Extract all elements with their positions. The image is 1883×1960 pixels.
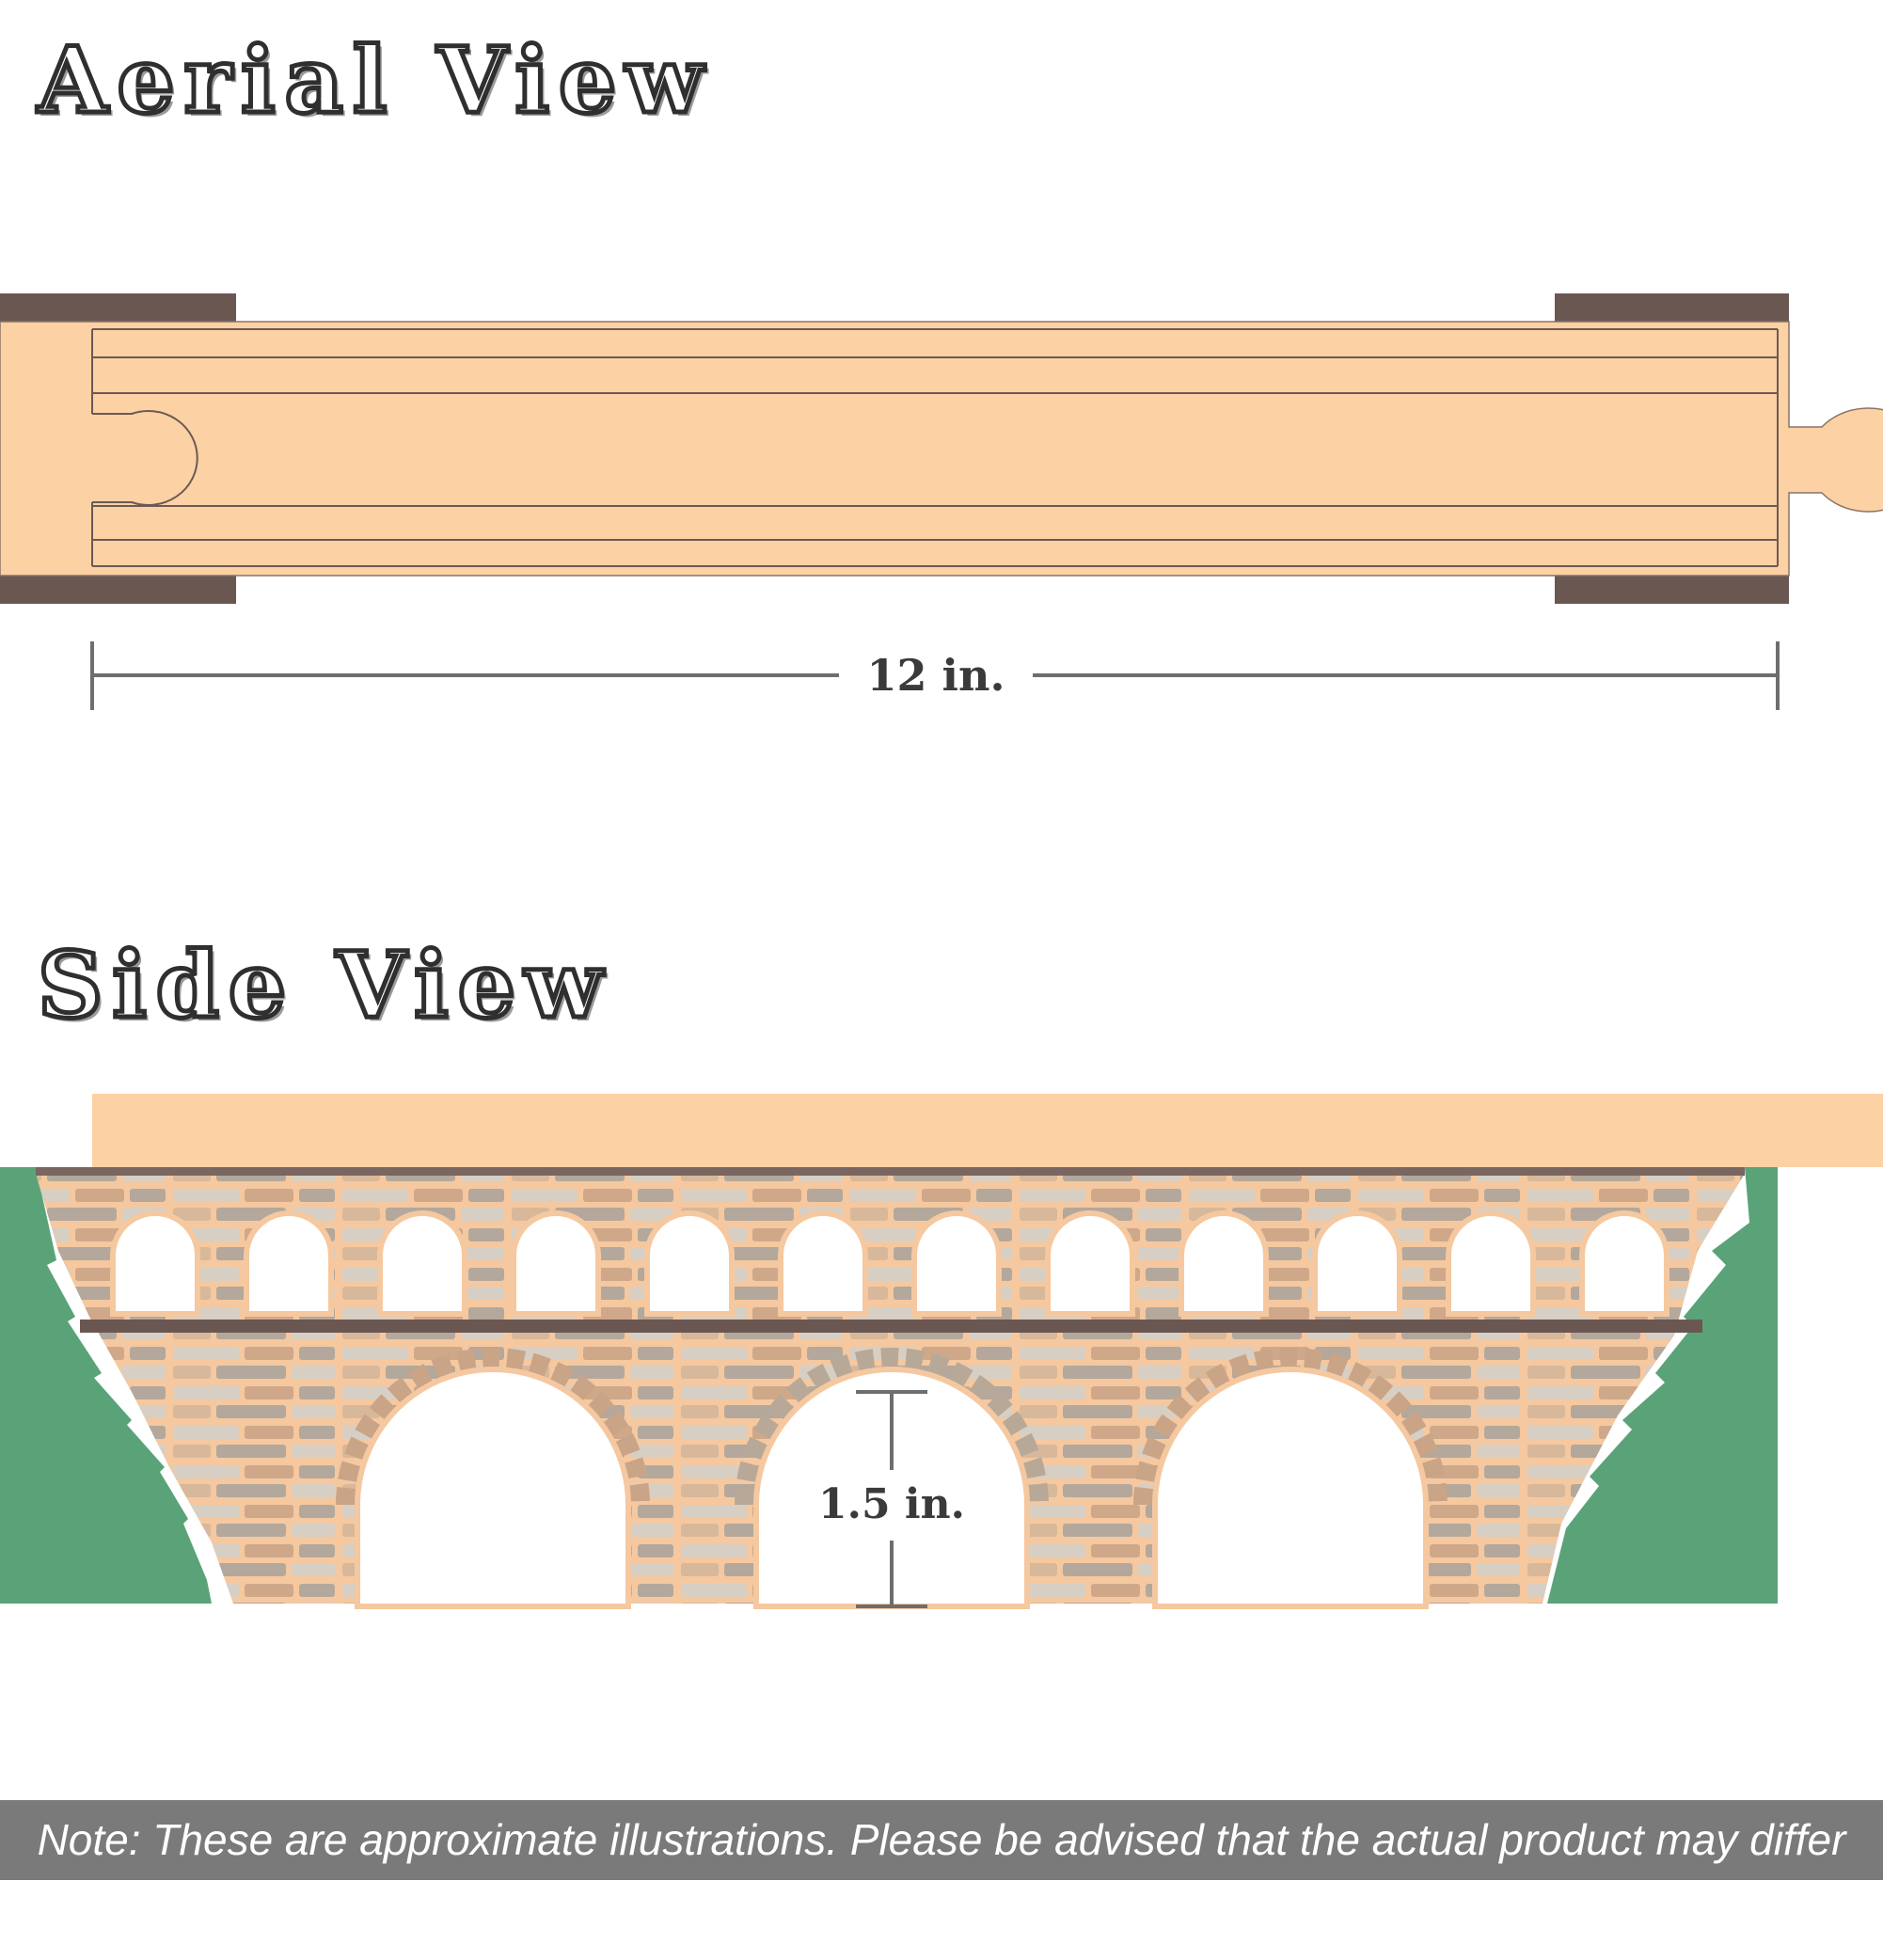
voussoir-ring-center xyxy=(735,1348,1049,1506)
hill-right xyxy=(1547,1167,1778,1604)
large-arch-right xyxy=(1152,1367,1429,1609)
small-arch xyxy=(1045,1210,1135,1317)
side-view-heading: Side View xyxy=(35,932,612,1038)
note-bar: Note: These are approximate illustration… xyxy=(0,1800,1883,1944)
small-arch xyxy=(110,1210,200,1317)
small-arch xyxy=(1446,1210,1536,1317)
length-dimension xyxy=(90,641,1780,710)
bridge-diagram: 12 in. xyxy=(0,293,1883,1609)
small-arch xyxy=(511,1210,601,1317)
length-dimension-label: 12 in. xyxy=(867,650,1005,701)
aerial-view-heading: Aerial View xyxy=(36,27,713,134)
end-cap-top-right xyxy=(1555,293,1789,324)
upper-arcade xyxy=(110,1210,1669,1317)
track-grooves xyxy=(91,328,1779,567)
small-arch xyxy=(377,1210,467,1317)
lower-arcade xyxy=(355,1367,1429,1609)
end-cap-bottom-right xyxy=(1555,576,1789,604)
arch-voussoirs xyxy=(336,1348,1448,1506)
disclaimer-note: Note: These are approximate illustration… xyxy=(37,1815,1846,1944)
height-dimension xyxy=(856,1390,927,1608)
end-cap-bottom-left xyxy=(0,576,236,604)
small-arch xyxy=(778,1210,868,1317)
small-arch xyxy=(1179,1210,1269,1317)
end-cap-top-left xyxy=(0,293,236,324)
voussoir-ring-right xyxy=(1133,1348,1448,1506)
small-arch xyxy=(644,1210,735,1317)
middle-band xyxy=(80,1320,1702,1333)
small-arch xyxy=(911,1210,1002,1317)
small-arch xyxy=(244,1210,334,1317)
aerial-plank xyxy=(0,321,1883,577)
voussoir-ring-left xyxy=(336,1348,650,1506)
aerial-track-piece xyxy=(0,293,1883,604)
large-arch-center xyxy=(753,1367,1030,1609)
height-dimension-label: 1.5 in. xyxy=(818,1480,965,1528)
large-arch-left xyxy=(355,1367,631,1609)
side-plank xyxy=(92,1094,1883,1167)
small-arch xyxy=(1312,1210,1402,1317)
upper-band xyxy=(36,1167,1745,1176)
left-connector-socket xyxy=(92,410,198,506)
small-arch xyxy=(1579,1210,1669,1317)
hill-left xyxy=(0,1167,212,1604)
